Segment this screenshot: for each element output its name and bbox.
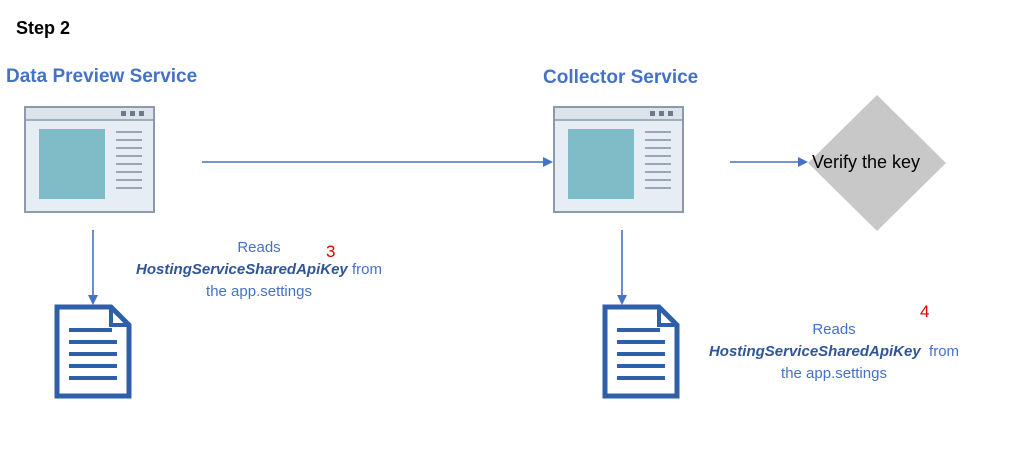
step-title: Step 2 — [16, 18, 71, 38]
api-key-name: HostingServiceSharedApiKey — [708, 343, 921, 360]
reads-note-4: Reads HostingServiceSharedApiKey from th… — [694, 319, 974, 385]
collector-window-icon — [553, 106, 684, 213]
note-line-reads: Reads — [237, 239, 281, 256]
collector-service-title: Collector Service — [543, 67, 699, 88]
note-line-settings: the app.settings — [206, 283, 312, 300]
settings-document-icon — [602, 304, 680, 399]
api-key-name: HostingServiceSharedApiKey — [136, 261, 348, 278]
note-line-reads: Reads — [812, 321, 856, 338]
reads-note-3: Reads HostingServiceSharedApiKey from th… — [122, 237, 396, 303]
step-marker-3: 3 — [326, 242, 336, 261]
note-line-key: HostingServiceSharedApiKey from — [694, 341, 974, 363]
data-preview-window-icon — [24, 106, 155, 213]
settings-document-icon — [54, 304, 132, 399]
note-from: from — [929, 343, 960, 360]
verify-key-label: Verify the key — [812, 152, 921, 172]
note-line-key: HostingServiceSharedApiKey from — [122, 259, 396, 281]
note-from: from — [351, 261, 382, 278]
step-marker-4: 4 — [920, 302, 930, 321]
note-line-settings: the app.settings — [781, 365, 887, 382]
data-preview-service-title: Data Preview Service — [6, 66, 198, 87]
decision-diamond — [808, 95, 946, 231]
